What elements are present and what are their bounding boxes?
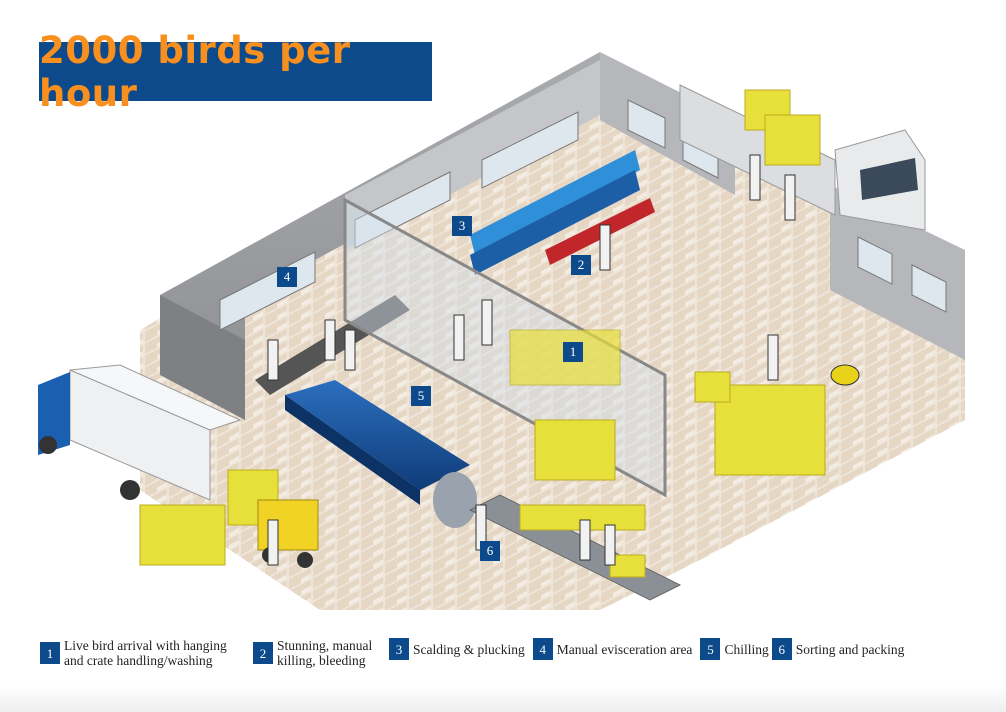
title-banner: 2000 birds per hour (39, 29, 432, 115)
window (354, 171, 451, 249)
window (481, 111, 579, 189)
workers (267, 154, 796, 566)
legend-label: Live bird arrival with hanging and crate… (64, 638, 227, 668)
legend-label: Sorting and packing (795, 641, 905, 657)
pressure-washer (830, 364, 860, 386)
left-truck (38, 364, 242, 501)
legend-number: 2 (253, 642, 273, 664)
footer-shade (0, 686, 1006, 712)
right-truck (679, 84, 926, 231)
legend-number: 1 (40, 642, 60, 664)
right-wall (830, 185, 965, 360)
marker-5: 5 (411, 386, 431, 406)
window (857, 236, 893, 285)
marker-6: 6 (480, 541, 500, 561)
legend-label: Scalding & plucking (413, 641, 525, 657)
legend-label: Manual evisceration area (556, 641, 693, 657)
legend-number: 6 (771, 638, 792, 660)
window (627, 99, 666, 149)
legend-number: 4 (532, 638, 553, 660)
page-title: 2000 birds per hour (39, 28, 351, 115)
marker-3: 3 (452, 216, 472, 236)
legend-number: 3 (389, 638, 409, 660)
window (911, 264, 947, 313)
marker-2: 2 (571, 255, 591, 275)
marker-1: 1 (563, 342, 583, 362)
legend-label: Stunning, manual killing, bleeding (277, 638, 373, 668)
crate-stacks (139, 329, 826, 578)
chiller-tank (285, 380, 477, 528)
legend-label: Chilling (724, 641, 769, 657)
marker-4: 4 (277, 267, 297, 287)
legend-number: 5 (700, 638, 721, 660)
